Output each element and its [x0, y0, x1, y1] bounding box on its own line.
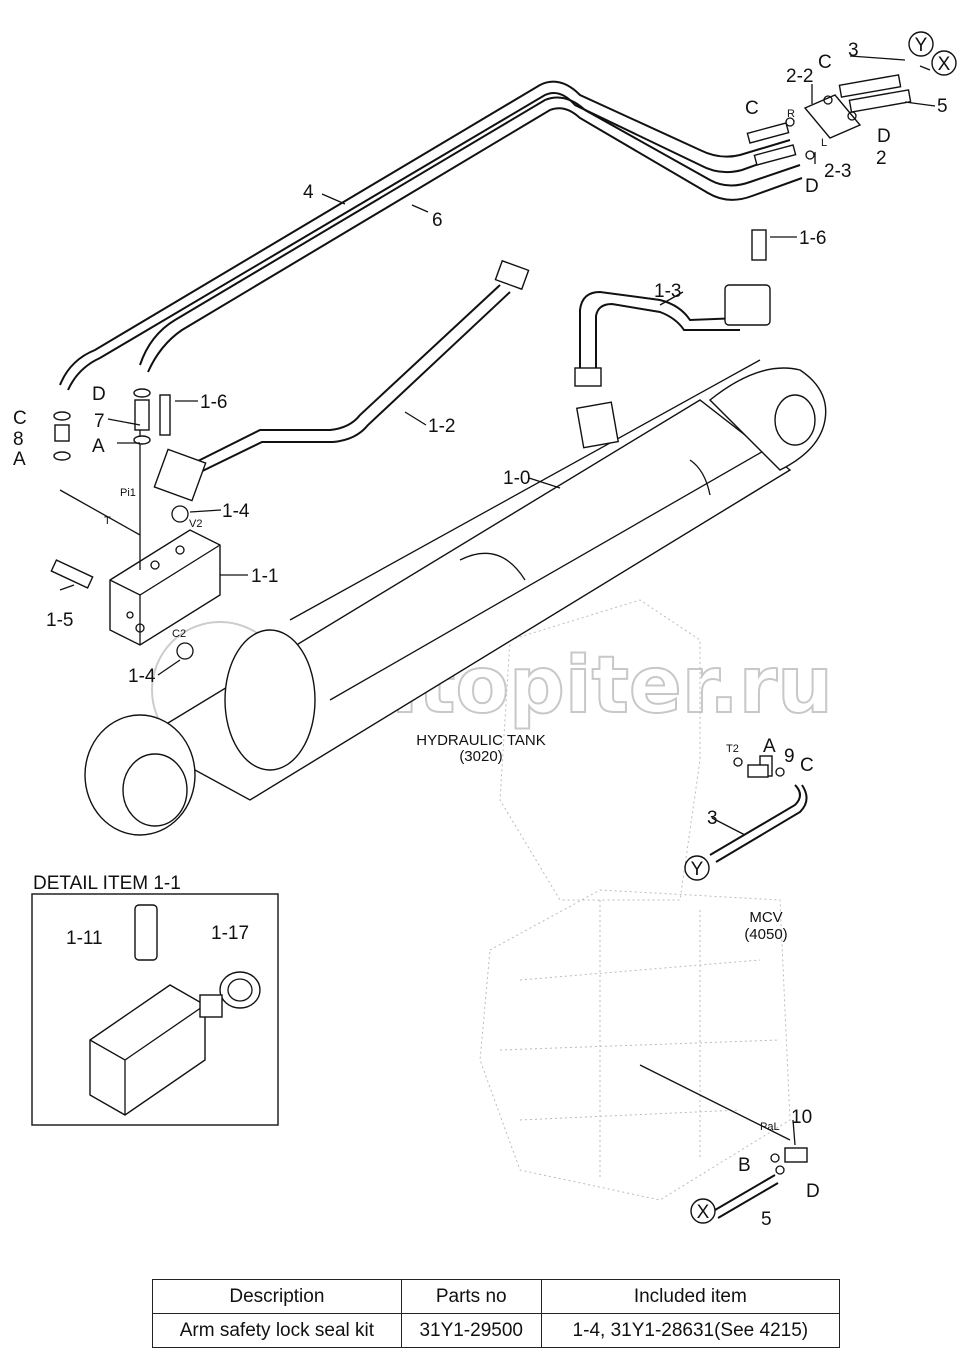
header-included-item: Included item [540, 1279, 841, 1314]
arm-cylinder [84, 359, 827, 836]
callout-1-17: 1-17 [211, 923, 249, 944]
callout-2-2: 2-2 [786, 66, 813, 87]
port-pi1: Pi1 [120, 487, 136, 499]
pipe-1-2 [179, 259, 530, 479]
component-notes: HYDRAULIC TANK (3020) MCV (4050) [416, 732, 787, 943]
block-2-fittings [746, 74, 912, 777]
callout-3-mid: 3 [707, 808, 718, 829]
callout-1-6a: 1-6 [799, 228, 826, 249]
port-t2: T2 [726, 743, 739, 755]
tank-fittings [639, 757, 808, 1219]
callout-1-1: 1-1 [251, 566, 278, 587]
callout-6: 6 [432, 210, 443, 231]
callout-1-5: 1-5 [46, 610, 73, 631]
circled-y-mid: Y [684, 855, 710, 881]
parts-table: Description Parts no Included item Arm s… [152, 1279, 841, 1348]
header-description: Description [152, 1279, 402, 1314]
svg-text:Y: Y [691, 859, 704, 880]
callout-2: 2 [876, 148, 887, 169]
callout-7: 7 [94, 411, 105, 432]
callout-d-r1: D [877, 126, 891, 147]
circled-x-bot: X [690, 1198, 716, 1224]
tank-code: (3020) [459, 748, 502, 765]
callout-a-t: A [763, 736, 776, 757]
table-header-row: Description Parts no Included item [152, 1279, 841, 1314]
mcv-outline [479, 889, 791, 1201]
port-l: L [821, 137, 827, 149]
circled-x-top: X [931, 50, 957, 76]
leader-lines [59, 55, 936, 1146]
tank-name: HYDRAULIC TANK [416, 732, 545, 749]
callout-a-l1: A [92, 436, 105, 457]
detail-title: DETAIL ITEM 1-1 [33, 873, 181, 894]
callout-1-2: 1-2 [428, 416, 455, 437]
svg-text:Y: Y [915, 35, 928, 56]
mcv-code: (4050) [744, 926, 787, 943]
pipe-4-and-6 [59, 80, 803, 391]
hydraulic-tank-outline [499, 599, 701, 901]
valve-block-1-1 [59, 430, 221, 646]
cell-included-item: 1-4, 31Y1-28631(See 4215) [540, 1313, 841, 1348]
callout-9: 9 [784, 746, 795, 767]
callout-d-r2: D [805, 176, 819, 197]
callout-c-r2: C [745, 98, 759, 119]
callout-1-4a: 1-4 [222, 501, 250, 522]
port-labels: R L Pi1 T V2 C2 T2 PaL [104, 108, 827, 1133]
callout-8: 8 [13, 429, 24, 450]
callout-10: 10 [791, 1107, 812, 1128]
cell-parts-no: 31Y1-29500 [400, 1313, 542, 1348]
callout-1-3: 1-3 [654, 281, 681, 302]
port-c2: C2 [172, 628, 186, 640]
svg-text:X: X [697, 1202, 710, 1223]
callout-d-l: D [92, 384, 106, 405]
callout-3-top: 3 [848, 40, 859, 61]
callout-2-3: 2-3 [824, 161, 851, 182]
callout-a-l2: A [13, 449, 26, 470]
cell-description: Arm safety lock seal kit [152, 1313, 402, 1348]
header-parts-no: Parts no [400, 1279, 542, 1314]
detail-box: DETAIL ITEM 1-1 [31, 873, 279, 1126]
circled-y-top: Y [908, 31, 934, 57]
callout-c-l: C [13, 408, 27, 429]
callout-1-4b: 1-4 [128, 666, 156, 687]
mcv-name: MCV [749, 909, 782, 926]
callout-5-bot: 5 [761, 1209, 772, 1230]
callout-1-0: 1-0 [503, 468, 530, 489]
svg-text:X: X [938, 54, 951, 75]
table-row: Arm safety lock seal kit 31Y1-29500 1-4,… [152, 1313, 841, 1348]
port-t: T [104, 515, 111, 527]
port-r: R [787, 108, 795, 120]
port-pal: PaL [760, 1121, 780, 1133]
callout-1-6b: 1-6 [200, 392, 227, 413]
callout-b: B [738, 1155, 751, 1176]
callout-c-r1: C [818, 52, 832, 73]
callout-5-top: 5 [937, 96, 948, 117]
pipe-1-3 [574, 284, 771, 387]
callout-d-b: D [806, 1181, 820, 1202]
callout-4: 4 [303, 182, 314, 203]
fittings-left [50, 388, 207, 660]
callout-c-t: C [800, 755, 814, 776]
callout-1-11: 1-11 [66, 928, 103, 949]
callout-labels: 3 5 2-2 2 2-3 C C D D 4 6 1-6 1-3 1-2 1-… [13, 40, 948, 1230]
port-v2: V2 [189, 518, 202, 530]
